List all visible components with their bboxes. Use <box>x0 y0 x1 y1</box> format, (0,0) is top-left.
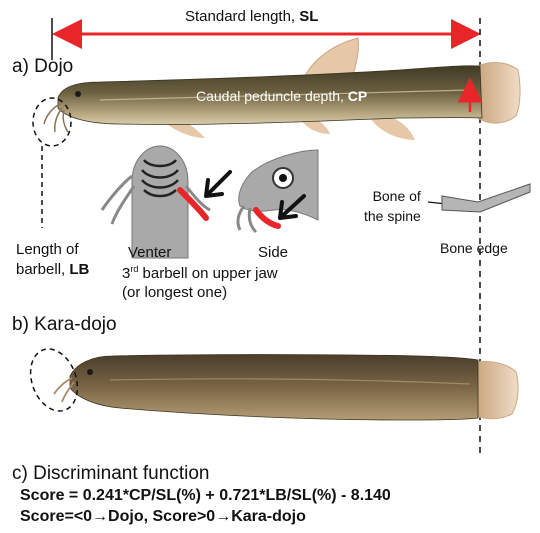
section-b-label: b) Kara-dojo <box>12 314 117 336</box>
venter-label: Venter <box>128 244 171 261</box>
caudal-depth-label: Caudal peduncle depth, CP <box>196 88 367 104</box>
dojo-eye <box>75 91 81 97</box>
length-of-barbell-label: Length of barbell, LB <box>16 240 89 280</box>
longest-one-label: (or longest one) <box>122 284 227 301</box>
spine-bone-shape <box>442 184 530 212</box>
venter-pointer-arrow <box>206 172 230 196</box>
section-a-label: a) Dojo <box>12 56 73 78</box>
side-label: Side <box>258 244 288 261</box>
venter-illustration <box>102 146 230 258</box>
third-barbell-label: 3rd barbell on upper jaw <box>122 264 278 282</box>
side-illustration <box>238 150 318 232</box>
kara-dojo-fish <box>54 355 518 421</box>
bone-edge-label: Bone edge <box>440 240 508 256</box>
kara-body <box>70 355 478 421</box>
dojo-anal-fin <box>370 116 415 140</box>
section-c-label: c) Discriminant function <box>12 463 209 485</box>
kara-eye <box>87 369 93 375</box>
side-red-barbel <box>256 210 278 226</box>
discriminant-rule: Score=<0→Dojo, Score>0→Kara-dojo <box>20 508 306 526</box>
standard-length-label: Standard length, SL <box>185 8 318 25</box>
kara-caudal-fin <box>476 361 518 418</box>
discriminant-formula: Score = 0.241*CP/SL(%) + 0.721*LB/SL(%) … <box>20 487 391 505</box>
bone-of-spine-label: Bone of the spine <box>364 186 421 226</box>
dojo-caudal-fin <box>478 63 520 124</box>
